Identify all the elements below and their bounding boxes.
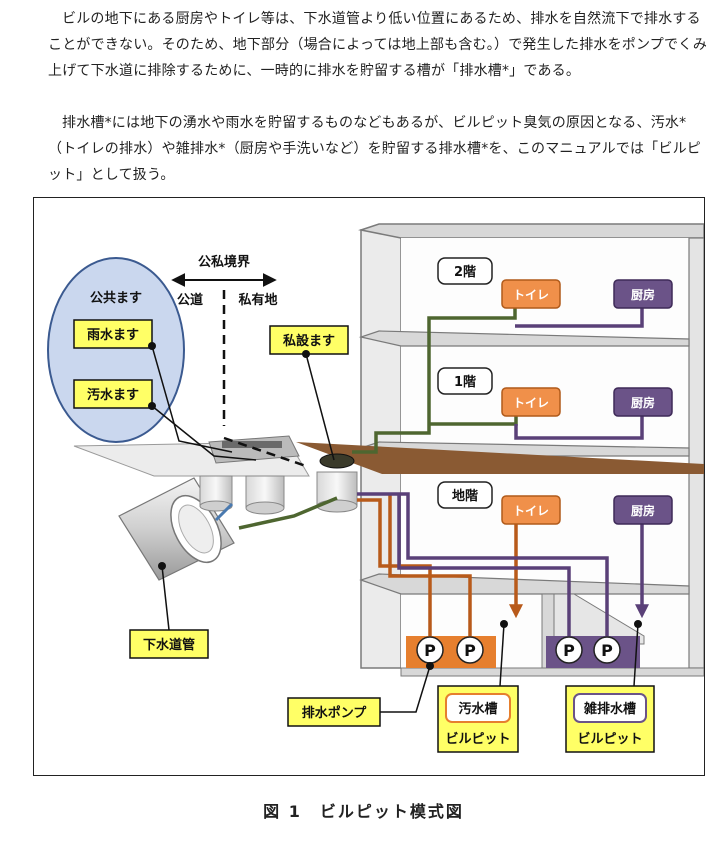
floor-slab-2: [358, 330, 690, 347]
leader-dot: [158, 562, 166, 570]
graywater-pump-discharge-2: [357, 492, 609, 638]
graywater-tank-label: 雑排水槽: [583, 701, 636, 717]
sewage-masu-leader: [151, 405, 257, 461]
sewage-tank-leader: [499, 623, 505, 687]
pump-graywater-2: P: [593, 636, 621, 664]
rainwater-masu-leader: [151, 345, 233, 453]
leader-dot: [148, 342, 156, 350]
pump-symbol: P: [563, 641, 575, 660]
pump-symbol: P: [464, 641, 476, 660]
sewer-pipe-leader: [161, 565, 170, 631]
sewage-pump-discharge-2: [388, 494, 472, 638]
svg-text:トイレ: トイレ: [513, 504, 549, 518]
sewage-masu-box: [73, 379, 153, 409]
private-masu-label: 私設ます: [283, 333, 335, 349]
private-masu-leader: [305, 353, 335, 461]
building-foundation: [400, 667, 704, 677]
pump-symbol: P: [424, 641, 436, 660]
graywater-tank-leader: [633, 623, 639, 687]
sewer-pipe-label: 下水道管: [143, 637, 195, 653]
graywater-pit-label: ビルピット: [577, 731, 642, 747]
svg-text:トイレ: トイレ: [513, 396, 549, 410]
sewage-pump-discharge-1: [357, 498, 432, 638]
rainwater-masu-box: [73, 319, 153, 349]
fixture-kitchen-basement: 厨房: [613, 495, 673, 525]
drain-pump-leader: [380, 665, 431, 713]
building: [358, 223, 704, 677]
sewage-masu-label: 汚水ます: [87, 387, 139, 403]
leader-dot: [302, 350, 310, 358]
building-right-wall: [688, 237, 704, 669]
floor-label-box: [437, 367, 493, 395]
boundary-title: 公私境界: [198, 254, 250, 270]
sewage-pit-label: ビルピット: [445, 731, 510, 747]
leader-dot: [500, 620, 508, 628]
building-roof: [358, 223, 704, 239]
sewage-tank-label: 汚水槽: [458, 701, 497, 717]
leader-dot: [634, 620, 642, 628]
fixture-toilet-2f: トイレ: [501, 279, 561, 309]
sewer-lateral-pipe: [238, 496, 338, 530]
leader-dot: [148, 402, 156, 410]
second-floor-kitchen-drain: [515, 303, 644, 328]
drain-pump-box: [287, 697, 381, 727]
building-pit-diagram: P P P P 2階 1階 地階 トイレ 厨房 トイレ 厨房 トイレ 厨房: [47, 223, 704, 753]
fixture-kitchen-2f: 厨房: [613, 279, 673, 309]
graywater-tank-inner: [573, 693, 647, 723]
svg-text:トイレ: トイレ: [513, 288, 549, 302]
masu-cylinders: [199, 471, 358, 515]
public-road-label: 公道: [177, 292, 203, 308]
pump-sewage-1: P: [416, 636, 444, 664]
masu-grate-bars: [222, 441, 282, 448]
figure-caption: 図 1 ビルピット模式図: [263, 802, 464, 821]
svg-text:厨房: 厨房: [631, 503, 655, 518]
upper-floor-drain-pipe: [352, 303, 517, 454]
rainwater-lateral: [214, 502, 234, 522]
pump-graywater-1: P: [555, 636, 583, 664]
intro-paragraph-1: ビルの地下にある厨房やトイレ等は、下水道管より低い位置にあるため、排水を自然流下…: [48, 11, 708, 80]
public-masu-label: 公共ます: [90, 290, 142, 306]
pump-sewage-2: P: [456, 636, 484, 664]
floor-label-2f: 2階: [454, 264, 476, 280]
leader-dot: [426, 662, 434, 670]
fixture-toilet-basement: トイレ: [501, 495, 561, 525]
ground-surface: [296, 442, 704, 474]
pump-symbol: P: [601, 641, 613, 660]
fixture-toilet-1f: トイレ: [501, 387, 561, 417]
floor-label-box: [437, 257, 493, 285]
svg-text:厨房: 厨房: [631, 395, 655, 410]
rainwater-masu-label: 雨水ます: [87, 327, 139, 343]
floor-label-1f: 1階: [454, 374, 476, 390]
private-land-label: 私有地: [238, 292, 277, 308]
drain-pump-label: 排水ポンプ: [302, 705, 368, 721]
sewer-pipe-box: [129, 629, 209, 659]
svg-text:厨房: 厨房: [631, 287, 655, 302]
private-masu-cover: [319, 453, 355, 469]
intro-paragraph-2: 排水槽*には地下の湧水や雨水を貯留するものなどもあるが、ビルピット臭気の原因とな…: [48, 115, 701, 184]
floor-label-box: [437, 481, 493, 509]
fixture-kitchen-1f: 厨房: [613, 387, 673, 417]
figure-frame: P P P P 2階 1階 地階 トイレ 厨房 トイレ 厨房 トイレ 厨房: [33, 197, 705, 776]
first-floor-kitchen-drain: [514, 408, 644, 440]
sewage-tank-inner: [445, 693, 511, 723]
floor-label-basement: 地階: [452, 488, 478, 504]
graywater-pump-discharge-1: [397, 494, 571, 638]
